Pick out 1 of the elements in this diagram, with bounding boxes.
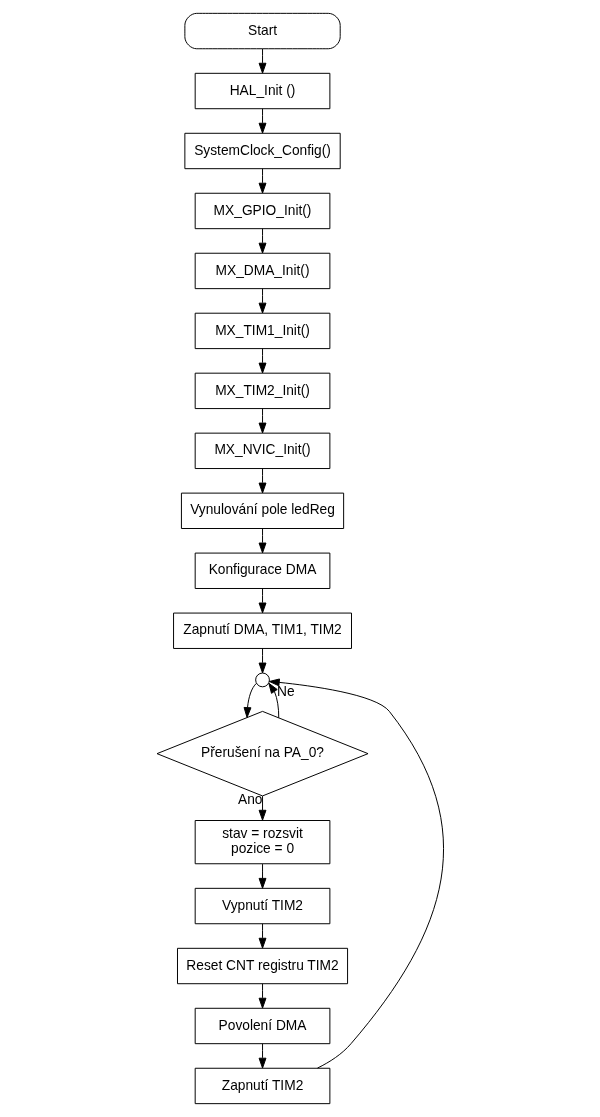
edge-label: Ne <box>276 683 295 699</box>
